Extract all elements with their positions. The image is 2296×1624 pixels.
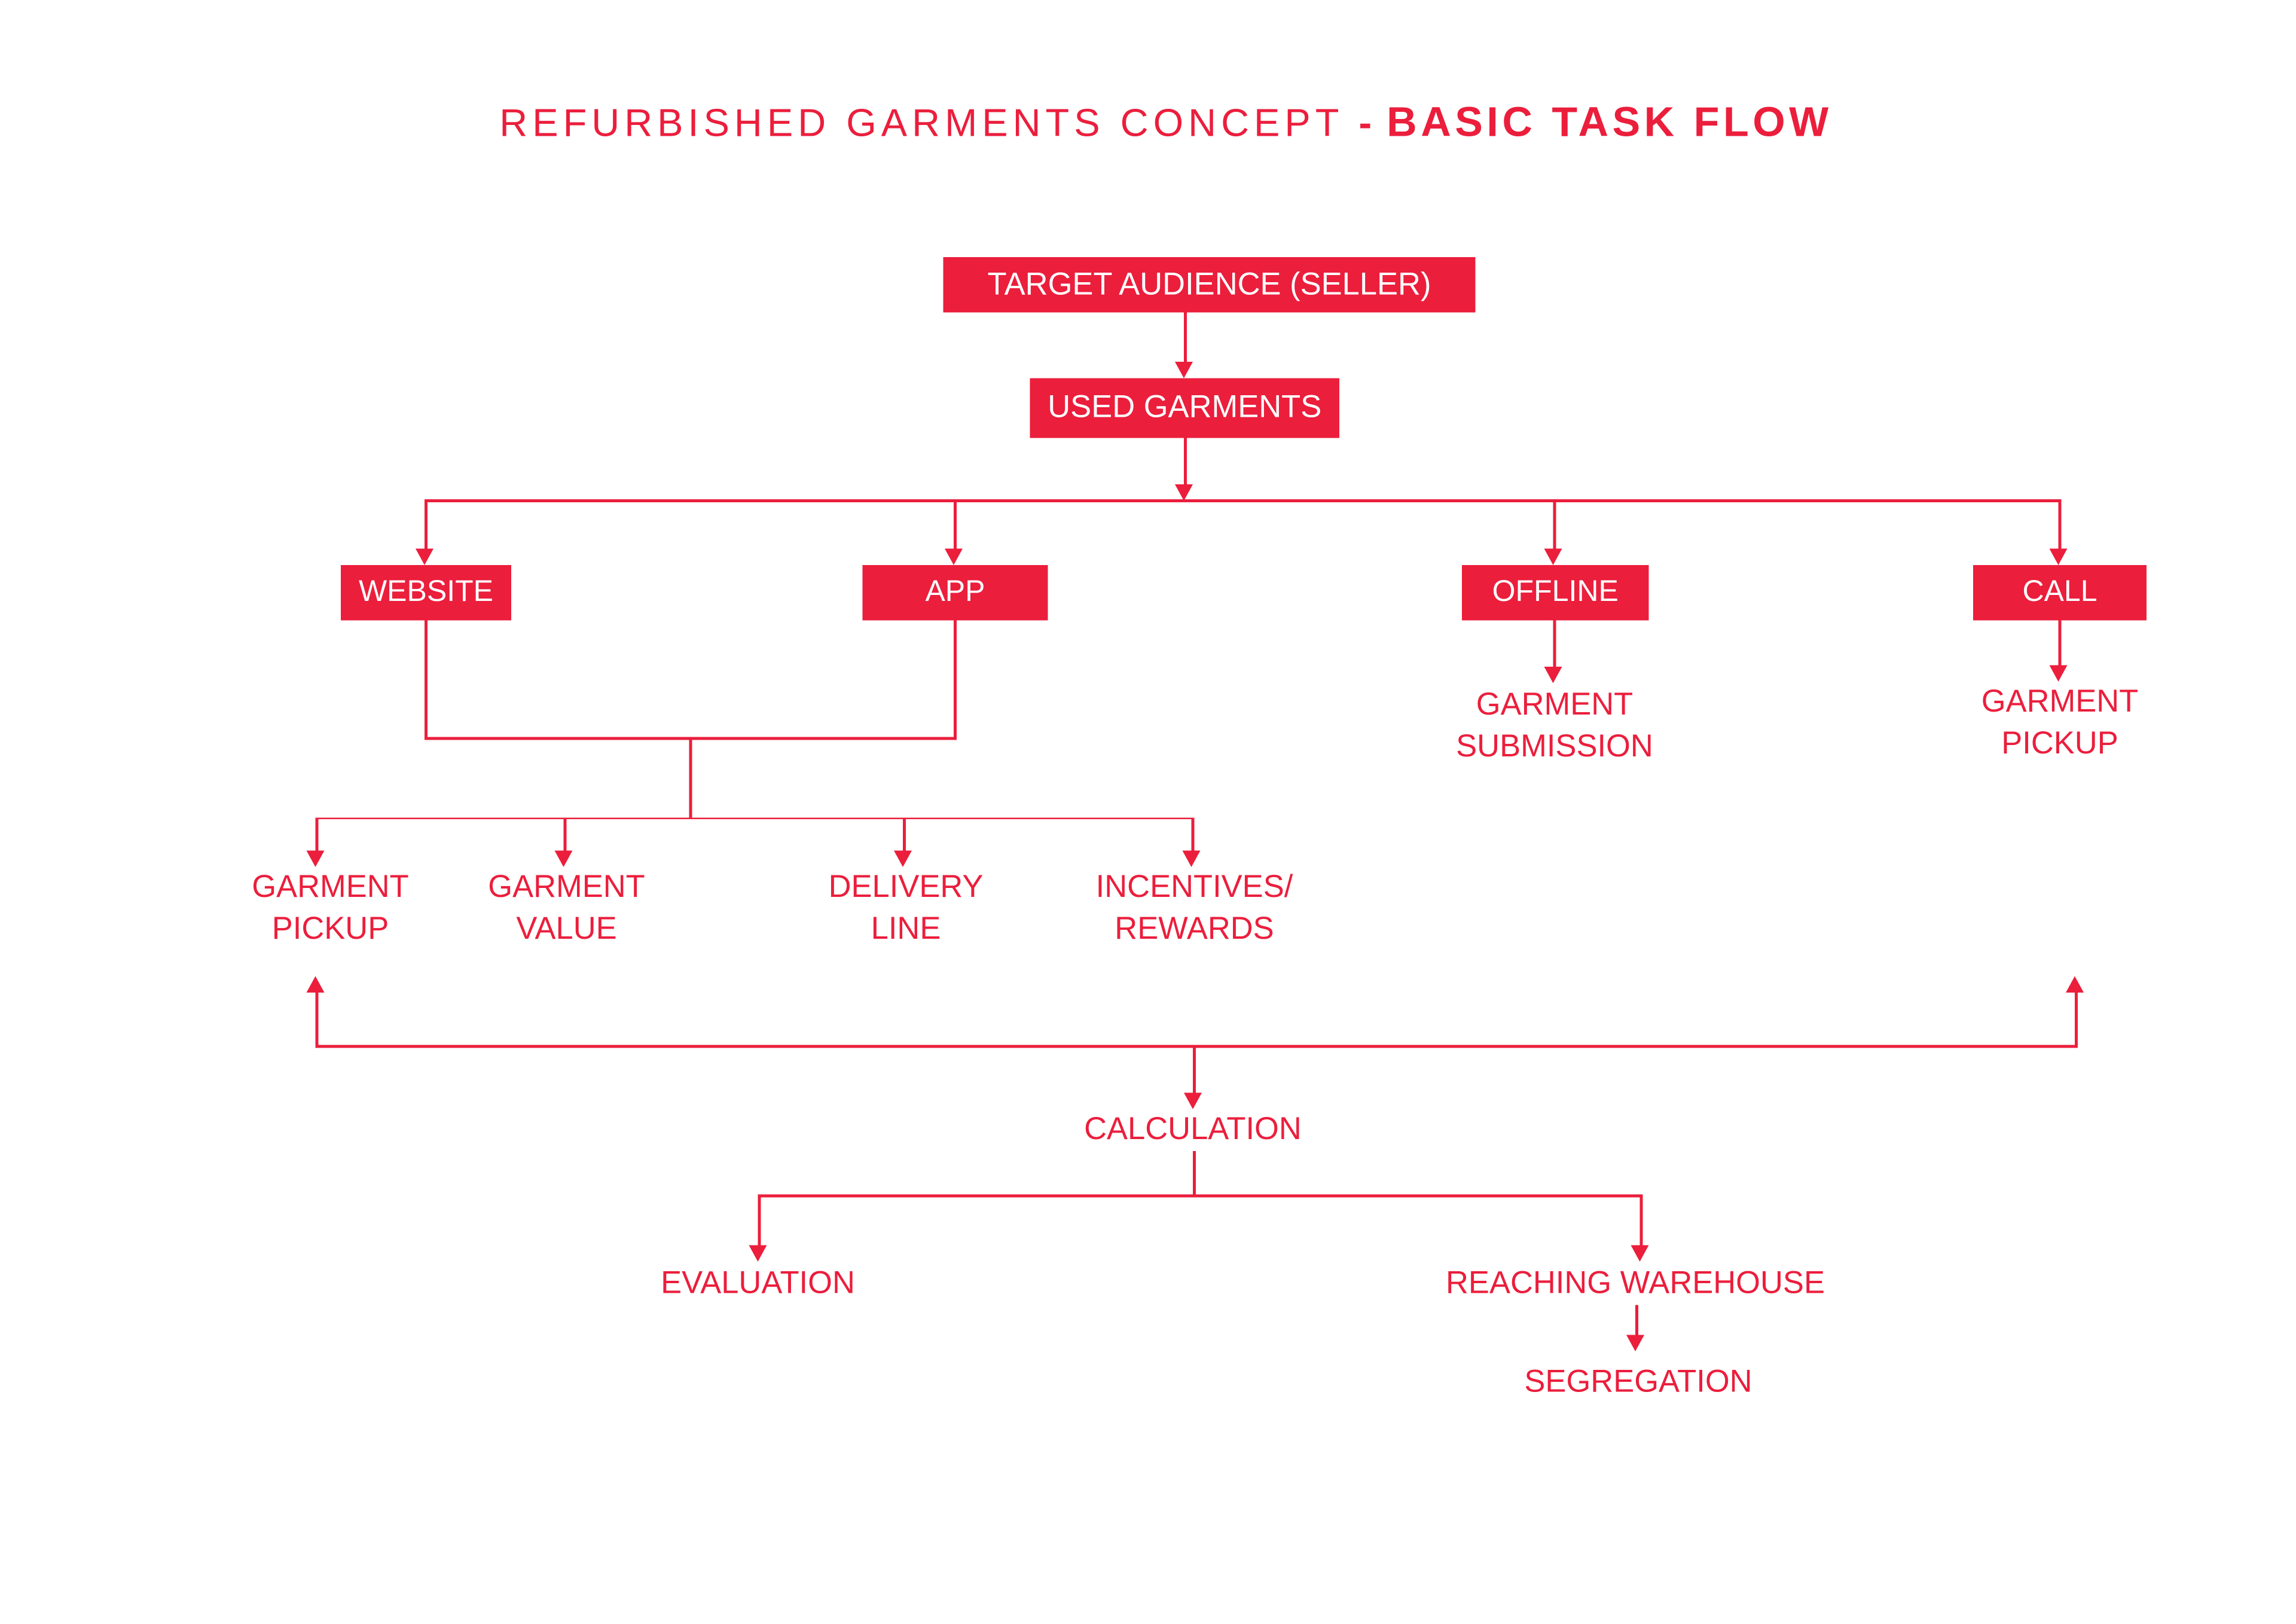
split-line-calculation [758,1195,1642,1197]
arrowhead-into-offline [1544,548,1563,565]
offline-box: OFFLINE [1462,565,1649,621]
segregation-text: SEGREGATION [1524,1364,1752,1400]
connector-loop-left [316,993,318,1048]
incentives-rewards-line1: INCENTIVES/ [1095,870,1293,905]
garment-pickup-right-line2: PICKUP [2001,726,2118,761]
title-regular-text: REFURBISHED GARMENTS CONCEPT [499,100,1344,145]
garment-value-label: GARMENT VALUE [439,867,694,951]
incentives-rewards-label: INCENTIVES/ REWARDS [1067,867,1321,951]
evaluation-text: EVALUATION [661,1266,855,1301]
arrowhead-into-warehouse [1631,1245,1650,1262]
used-garments-box: USED GARMENTS [1030,378,1339,438]
arrowhead-into-garment-submission [1544,667,1563,683]
garment-submission-line1: GARMENT [1476,688,1634,722]
calculation-text: CALCULATION [1084,1112,1302,1147]
connector-to-incentives [1192,817,1194,850]
garment-value-line2: VALUE [516,912,617,947]
arrowhead-into-delivery-line [894,850,912,866]
arrowhead-into-app [945,548,963,565]
connector-website-down [425,620,427,738]
calculation-label: CALCULATION [1043,1109,1342,1151]
arrowhead-into-evaluation [749,1245,768,1262]
segregation-label: SEGREGATION [1474,1362,1803,1404]
merge-line-website-app [425,737,956,740]
connector-calculation-down [1193,1151,1195,1197]
garment-submission-label: GARMENT SUBMISSION [1405,685,1704,768]
connector-to-garment-pickup [316,817,318,850]
connector-app-down [954,620,956,738]
connector-call-down [2059,620,2061,666]
arrowhead-into-garment-pickup-right [2050,665,2068,682]
connector-target-to-used [1184,312,1186,364]
connector-to-warehouse [1640,1196,1642,1246]
arrowhead-into-website [416,548,434,565]
app-label: APP [925,575,985,609]
connector-to-offline [1553,500,1556,549]
target-audience-label: TARGET AUDIENCE (SELLER) [987,267,1431,301]
call-label: CALL [2022,575,2097,609]
arrowhead-into-incentives [1183,850,1201,866]
arrowhead-into-calculation [1184,1092,1202,1109]
arrowhead-into-used-garments [1175,362,1193,378]
garment-pickup-right-line1: GARMENT [1981,685,2139,719]
title-separator: - [1358,100,1372,145]
website-box: WEBSITE [341,565,511,621]
distributor-line-channels [425,499,2061,502]
connector-used-to-distributor [1184,438,1186,484]
connector-merge-down [689,738,692,819]
connector-to-evaluation [758,1196,761,1246]
delivery-line-line2: LINE [871,912,941,947]
offline-label: OFFLINE [1492,575,1619,609]
garment-value-line1: GARMENT [488,870,645,905]
connector-offline-down [1553,620,1556,667]
arrowhead-up-right [2066,976,2084,993]
delivery-line-line1: DELIVERY [828,870,984,905]
arrowhead-into-call [2050,548,2068,565]
arrowhead-into-garment-pickup [307,850,325,866]
connector-warehouse-down [1635,1305,1638,1335]
delivery-line-label: DELIVERY LINE [779,867,1033,951]
evaluation-label: EVALUATION [594,1263,923,1305]
connector-to-delivery-line [903,817,905,850]
reaching-warehouse-label: REACHING WAREHOUSE [1411,1263,1860,1305]
arrowhead-into-segregation [1626,1335,1645,1351]
website-label: WEBSITE [358,575,493,609]
app-box: APP [862,565,1048,621]
garment-pickup-left-line1: GARMENT [252,870,409,905]
arrowhead-up-left [307,976,325,993]
page-title: REFURBISHED GARMENTS CONCEPT-BASIC TASK … [454,99,1877,146]
arrowhead-into-distributor [1175,484,1193,501]
used-garments-label: USED GARMENTS [1048,390,1322,425]
reaching-warehouse-text: REACHING WAREHOUSE [1446,1266,1825,1301]
title-emphasis-text: BASIC TASK FLOW [1387,99,1833,145]
connector-to-website [425,500,427,549]
connector-loop-right [2075,993,2077,1048]
target-audience-box: TARGET AUDIENCE (SELLER) [943,257,1476,313]
garment-submission-line2: SUBMISSION [1456,729,1653,764]
arrowhead-into-garment-value [555,850,573,866]
connector-to-call [2059,500,2061,549]
connector-to-garment-value [564,817,566,850]
connector-to-app [954,500,956,549]
garment-pickup-left-line2: PICKUP [271,912,389,947]
garment-pickup-left-label: GARMENT PICKUP [203,867,457,951]
connector-loop-to-calculation [1193,1046,1195,1093]
incentives-rewards-line2: REWARDS [1115,912,1274,947]
loop-bottom-line [316,1045,2077,1048]
garment-pickup-right-label: GARMENT PICKUP [1910,682,2209,765]
call-box: CALL [1973,565,2147,621]
distributor-line-outcomes [316,817,1194,819]
